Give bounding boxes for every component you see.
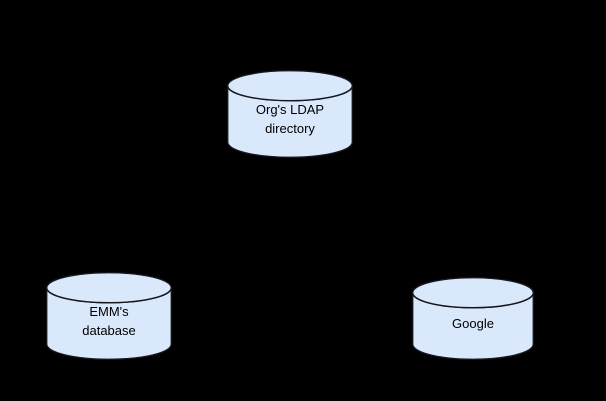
database-cylinder-icon (227, 70, 353, 158)
database-node-emm: EMM's database (46, 272, 172, 360)
database-cylinder-icon (46, 272, 172, 360)
cylinder-top-cap (46, 272, 172, 304)
database-node-google: Google (412, 277, 534, 360)
database-cylinder-icon (412, 277, 534, 360)
cylinder-top-cap (227, 70, 353, 102)
database-node-ldap: Org's LDAP directory (227, 70, 353, 158)
cylinder-top-cap (412, 277, 534, 309)
